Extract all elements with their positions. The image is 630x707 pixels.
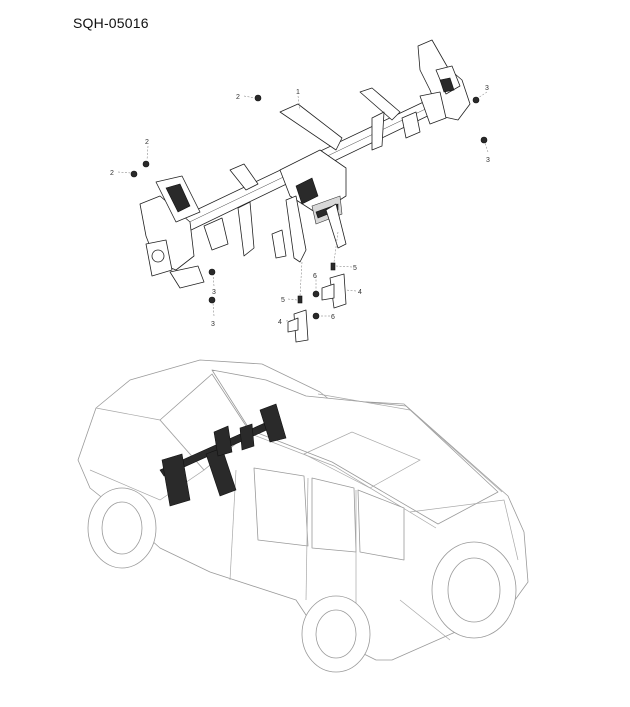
callout-2a: 2	[236, 94, 240, 101]
callout-1: 1	[296, 89, 300, 96]
callout-6b: 6	[331, 314, 335, 321]
bolt-2c	[130, 170, 138, 178]
callout-3d: 3	[211, 321, 215, 328]
bolt-2a	[254, 94, 262, 102]
callout-2c: 2	[110, 170, 114, 177]
bolt-3a	[472, 96, 480, 104]
callout-labels: 1 2 2 2 3 3 3 3 4 4 5 5 6 6	[110, 85, 490, 328]
callout-3c: 3	[212, 289, 216, 296]
callout-5b: 5	[281, 297, 285, 304]
callout-6a: 6	[313, 273, 317, 280]
bolt-3b	[480, 136, 488, 144]
diagram-id-label: SQH-05016	[73, 15, 149, 31]
bolt-3c	[208, 268, 216, 276]
stud-5a	[330, 262, 336, 271]
callout-3a: 3	[485, 85, 489, 92]
callout-2b: 2	[145, 139, 149, 146]
cross-car-beam-assembly	[139, 39, 471, 289]
callout-leaders	[117, 91, 489, 322]
callout-3b: 3	[486, 157, 490, 164]
callout-4b: 4	[278, 319, 282, 326]
fasteners	[130, 94, 488, 320]
stud-5b	[297, 295, 303, 304]
bolt-3d	[208, 296, 216, 304]
nut-6b	[312, 312, 320, 320]
nut-6a	[312, 290, 320, 298]
vehicle-locator-view	[77, 359, 529, 673]
callout-4a: 4	[358, 289, 362, 296]
bolt-2b	[142, 160, 150, 168]
callout-5a: 5	[353, 265, 357, 272]
lower-brackets	[287, 273, 347, 343]
